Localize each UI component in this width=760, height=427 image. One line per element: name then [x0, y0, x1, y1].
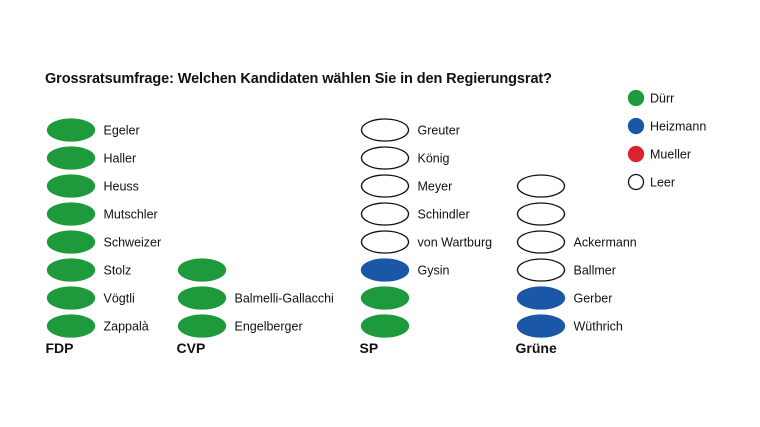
vote-marker-grune-wuthrich	[516, 314, 566, 338]
party-label-cvp: CVP	[177, 340, 206, 356]
vote-marker-sp-greuter	[360, 118, 410, 142]
member-name-label: Vögtli	[104, 292, 135, 306]
vote-marker-grune-unnamed-1	[516, 174, 566, 198]
vote-marker-sp-unnamed-8	[360, 314, 410, 338]
vote-marker-fdp-haller	[46, 146, 96, 170]
member-name-label: Zappalà	[104, 320, 149, 334]
party-label-sp: SP	[360, 340, 379, 356]
vote-marker-fdp-mutschler	[46, 202, 96, 226]
vote-marker-sp-unnamed-7	[360, 286, 410, 310]
legend-label-leer: Leer	[650, 176, 675, 190]
legend-marker-mueller	[627, 145, 645, 163]
member-name-label: Gerber	[574, 292, 613, 306]
vote-marker-fdp-vogtli	[46, 286, 96, 310]
member-name-label: König	[418, 152, 450, 166]
chart-title: Grossratsumfrage: Welchen Kandidaten wäh…	[45, 71, 552, 87]
member-name-label: Egeler	[104, 124, 140, 138]
vote-marker-fdp-heuss	[46, 174, 96, 198]
member-name-label: Ackermann	[574, 236, 637, 250]
legend-marker-leer	[627, 173, 645, 191]
member-name-label: Mutschler	[104, 208, 158, 222]
vote-marker-sp-konig	[360, 146, 410, 170]
member-name-label: Wüthrich	[574, 320, 623, 334]
party-label-grune: Grüne	[516, 340, 557, 356]
vote-marker-fdp-schweizer	[46, 230, 96, 254]
legend-label-mueller: Mueller	[650, 148, 691, 162]
member-name-label: Gysin	[418, 264, 450, 278]
member-name-label: Ballmer	[574, 264, 616, 278]
vote-marker-sp-schindler	[360, 202, 410, 226]
party-label-fdp: FDP	[46, 340, 74, 356]
vote-marker-cvp-engelberger	[177, 314, 227, 338]
vote-marker-sp-gysin	[360, 258, 410, 282]
member-name-label: Meyer	[418, 180, 453, 194]
member-name-label: Schindler	[418, 208, 470, 222]
vote-marker-cvp-balmelli-gallacchi	[177, 286, 227, 310]
legend-marker-heizmann	[627, 117, 645, 135]
member-name-label: Haller	[104, 152, 137, 166]
legend-marker-duerr	[627, 89, 645, 107]
vote-marker-fdp-stolz	[46, 258, 96, 282]
vote-marker-grune-ballmer	[516, 258, 566, 282]
vote-marker-grune-unnamed-2	[516, 202, 566, 226]
vote-marker-fdp-zappala	[46, 314, 96, 338]
vote-marker-sp-von-wartburg	[360, 230, 410, 254]
vote-marker-grune-ackermann	[516, 230, 566, 254]
party-groups: EgelerHallerHeussMutschlerSchweizerStolz…	[46, 118, 637, 356]
vote-marker-fdp-egeler	[46, 118, 96, 142]
member-name-label: Heuss	[104, 180, 139, 194]
vote-marker-sp-meyer	[360, 174, 410, 198]
member-name-label: Balmelli-Gallacchi	[235, 292, 334, 306]
vote-marker-cvp-unnamed-1	[177, 258, 227, 282]
legend-label-duerr: Dürr	[650, 92, 674, 106]
vote-marker-grune-gerber	[516, 286, 566, 310]
member-name-label: Schweizer	[104, 236, 162, 250]
member-name-label: Engelberger	[235, 320, 303, 334]
member-name-label: Greuter	[418, 124, 460, 138]
member-name-label: von Wartburg	[418, 236, 493, 250]
member-name-label: Stolz	[104, 264, 132, 278]
legend-label-heizmann: Heizmann	[650, 120, 706, 134]
party-group-fdp: EgelerHallerHeussMutschlerSchweizerStolz…	[46, 118, 162, 356]
